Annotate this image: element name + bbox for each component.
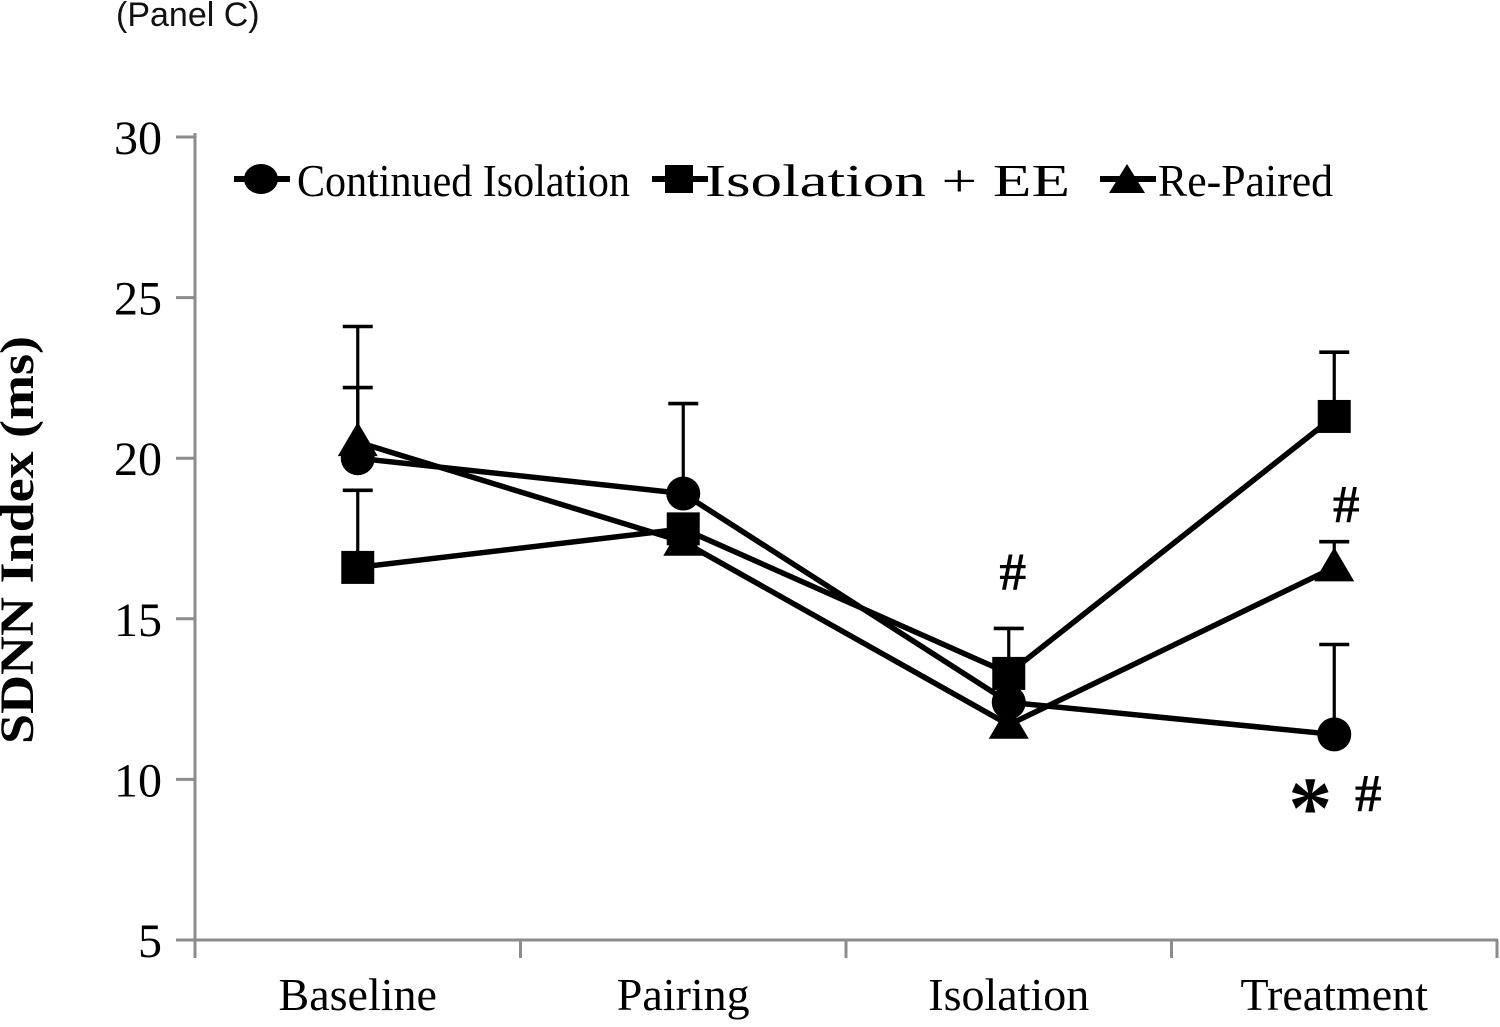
legend-label-isolation-ee: Isolation + EE [705,155,1070,206]
marker-triangle-isolation [988,704,1029,739]
y-tick-label-20: 20 [114,433,162,486]
panel-title: (Panel C) [116,0,260,34]
y-tick-label-5: 5 [138,915,162,968]
marker-triangle-baseline [337,422,378,457]
marker-square-treatment [1317,399,1351,433]
legend-marker-triangle [1109,164,1145,193]
series-line-continued-isolation [357,455,1335,738]
marker-square-baseline [341,550,375,584]
y-axis-title: SDNN Index (ms) [0,336,44,744]
legend-label-continued-isolation: Continued Isolation [297,155,630,206]
x-axis-label-baseline: Baseline [279,969,437,1020]
marker-square-isolation [992,656,1026,690]
y-tick-label-25: 25 [114,273,162,326]
annotation-hash-treatment-1: # [1333,475,1360,535]
legend-marker-circle [244,164,278,194]
annotation-hash-treatment-3: # [1355,764,1382,824]
marker-triangle-pairing [663,521,704,556]
series-line-re-paired [356,439,1336,728]
legend-label-re-paired: Re-Paired [1158,155,1333,206]
marker-circle-treatment [1317,717,1352,752]
marker-triangle-treatment [1314,547,1355,582]
x-axis-label-treatment: Treatment [1241,969,1429,1020]
annotation-hash-isolation-0: # [999,542,1026,602]
y-tick-label-30: 30 [114,112,162,165]
marker-circle-pairing [666,476,701,511]
x-axis-label-isolation: Isolation [928,969,1089,1020]
legend-marker-square [665,165,693,193]
x-axis-label-pairing: Pairing [617,969,750,1020]
marker-circle-isolation [991,685,1026,720]
series-line-isolation-ee [357,414,1336,677]
annotation-star-treatment-2: * [1288,761,1332,858]
y-tick-label-15: 15 [114,594,162,647]
y-tick-label-10: 10 [114,754,162,807]
